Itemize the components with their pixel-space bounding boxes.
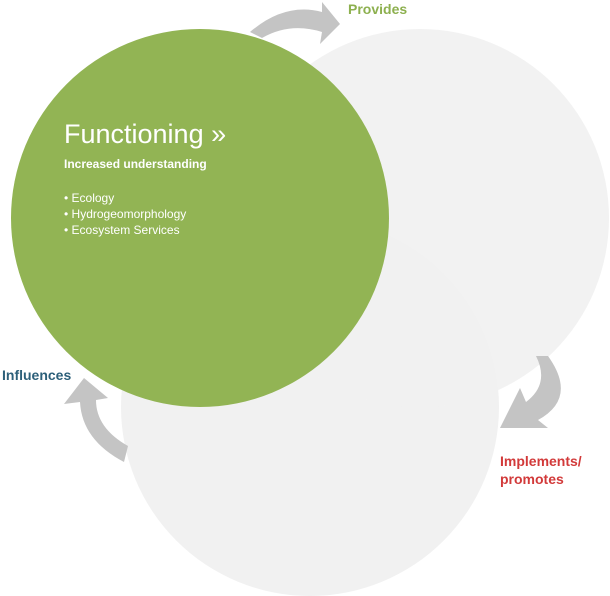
bullet-item: • Hydrogeomorphology xyxy=(64,207,187,221)
functioning-content: Functioning » Increased understanding • … xyxy=(64,118,364,238)
provides-label: Provides xyxy=(348,1,408,17)
influences-arrow-icon xyxy=(64,378,128,462)
implements-label-line2: promotes xyxy=(500,471,564,487)
functioning-bullet-list: • Ecology • Hydrogeomorphology • Ecosyst… xyxy=(64,190,364,238)
bullet-item: • Ecology xyxy=(64,191,115,205)
functioning-circle[interactable] xyxy=(11,29,389,407)
functioning-subtitle: Increased understanding xyxy=(64,157,207,171)
provides-arrow-icon xyxy=(250,2,340,44)
implements-arrow-icon xyxy=(500,356,561,428)
influences-label: Influences xyxy=(2,367,72,383)
implements-label: Implements/ promotes xyxy=(500,452,610,488)
implements-label-line1: Implements/ xyxy=(500,453,582,469)
bullet-item: • Ecosystem Services xyxy=(64,223,180,237)
functioning-title-link[interactable]: Functioning » xyxy=(64,119,227,149)
